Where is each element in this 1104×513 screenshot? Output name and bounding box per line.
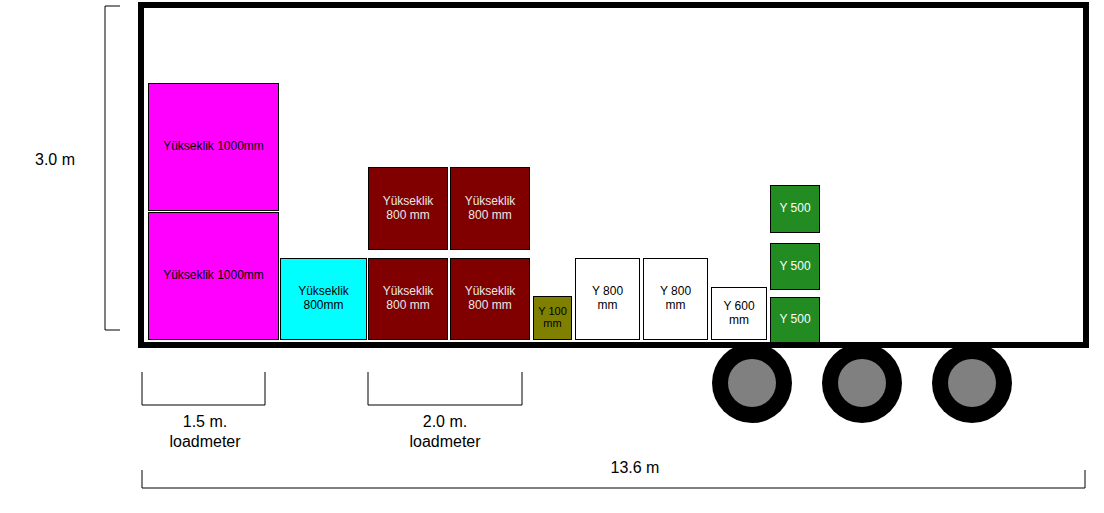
wheel xyxy=(712,343,1012,423)
height-label: Y 500 xyxy=(778,312,811,328)
height-label: Yükseklik 800mm xyxy=(281,284,366,314)
cargo-box: Y 500 xyxy=(770,243,820,290)
dimension-label: 3.0 m xyxy=(20,150,90,170)
cargo-box: Yükseklik 800 mm xyxy=(368,258,448,340)
cargo-box: Y 600 mm xyxy=(711,287,767,340)
cargo-box: Yükseklik 1000mm xyxy=(148,212,279,340)
cargo-box: Yükseklik 800 mm xyxy=(450,167,530,250)
dimension-label: 1.5 m. loadmeter xyxy=(150,412,260,452)
cargo-box: Y 500 xyxy=(770,297,820,343)
height-label: Yükseklik 800 mm xyxy=(376,194,440,224)
trailer-body xyxy=(141,5,1086,345)
height-label: Y 100 mm xyxy=(537,305,569,330)
height-label: Y 500 xyxy=(778,259,811,275)
cargo-box: Y 800 mm xyxy=(643,258,708,340)
cargo-box: Yükseklik 800mm xyxy=(280,258,367,340)
dimension-label: 13.6 m xyxy=(560,458,710,478)
height-label: Yükseklik 800 mm xyxy=(376,284,440,314)
height-label: Yükseklik 800 mm xyxy=(458,194,522,224)
height-label: Y 800 mm xyxy=(587,284,629,314)
height-label: Y 600 mm xyxy=(718,299,760,329)
cargo-box: Y 100 mm xyxy=(533,296,572,340)
cargo-box: Y 800 mm xyxy=(575,258,640,340)
height-label: Yükseklik 800 mm xyxy=(458,284,522,314)
cargo-box: Y 500 xyxy=(770,185,820,233)
dimension-bracket xyxy=(105,6,1085,488)
height-label: Y 800 mm xyxy=(655,284,697,314)
height-label: Y 500 xyxy=(778,201,811,217)
cargo-box: Yükseklik 1000mm xyxy=(148,83,279,211)
height-label: Yükseklik 1000mm xyxy=(162,139,265,155)
height-label: Yükseklik 1000mm xyxy=(162,268,265,284)
cargo-box: Yükseklik 800 mm xyxy=(368,167,448,250)
dimension-label: 2.0 m. loadmeter xyxy=(390,412,500,452)
cargo-box: Yükseklik 800 mm xyxy=(450,258,530,340)
